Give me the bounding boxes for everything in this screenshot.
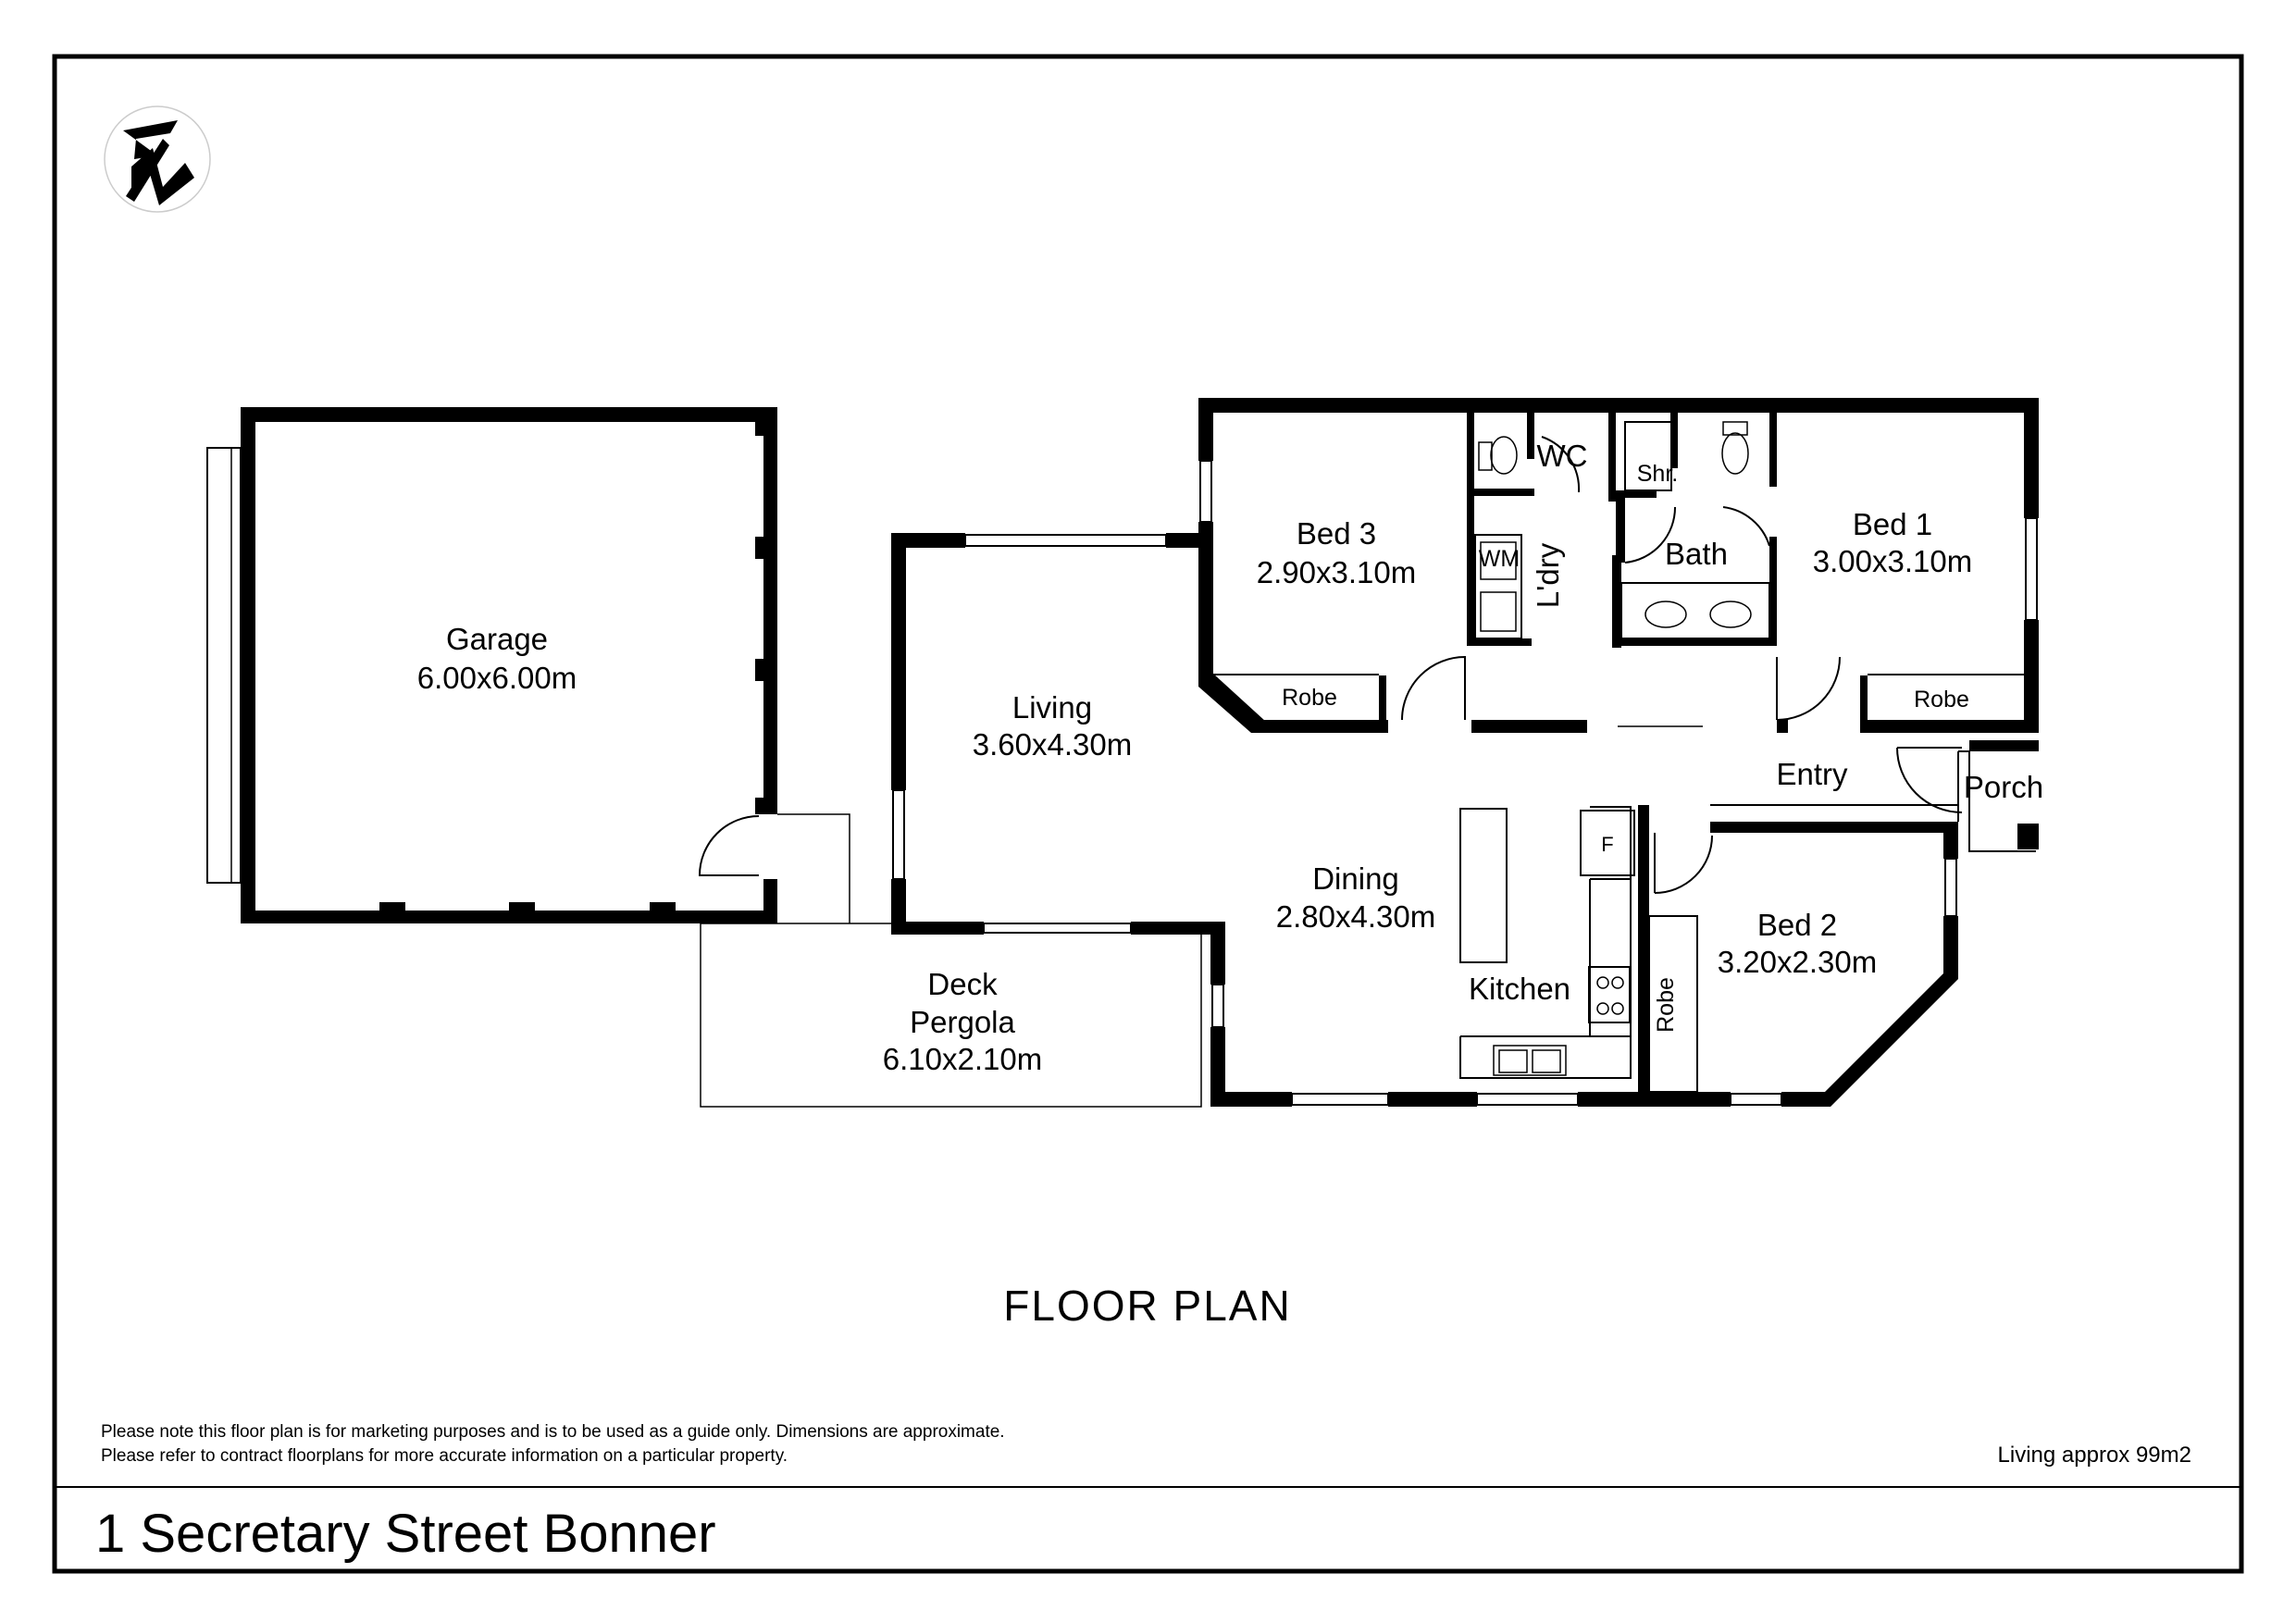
bed3-name: Bed 3	[1297, 516, 1376, 551]
garage-name: Garage	[446, 622, 548, 656]
bed1-robe-label: Robe	[1914, 687, 1969, 712]
house-walls	[891, 398, 2039, 1107]
bed3-size: 2.90x3.10m	[1257, 555, 1416, 589]
side-path	[777, 813, 850, 923]
porch-label: Porch	[1964, 770, 2043, 804]
disclaimer-line-1: Please note this floor plan is for marke…	[101, 1422, 1005, 1442]
entry-label: Entry	[1776, 757, 1848, 791]
living-size: 3.60x4.30m	[973, 727, 1132, 762]
garage-walls	[241, 407, 777, 923]
dining-size: 2.80x4.30m	[1276, 899, 1435, 934]
bed1-name: Bed 1	[1853, 507, 1932, 541]
disclaimer-line-2: Please refer to contract floorplans for …	[101, 1446, 788, 1466]
fridge-label: F	[1601, 833, 1613, 856]
bed2-robe-label: Robe	[1653, 977, 1679, 1033]
wc-label: WC	[1537, 439, 1588, 473]
bed1-size: 3.00x3.10m	[1813, 544, 1972, 578]
kitchen-label: Kitchen	[1469, 972, 1570, 1006]
garage-roller-door	[206, 447, 242, 884]
laundry-label: L'dry	[1531, 542, 1565, 608]
bath-label: Bath	[1665, 537, 1728, 571]
bed2-name: Bed 2	[1757, 908, 1837, 942]
page-border	[52, 54, 2244, 1574]
bed2-size: 3.20x2.30m	[1718, 945, 1877, 979]
property-address: 1 Secretary Street Bonner	[95, 1504, 716, 1564]
washing-machine-label: WM	[1479, 546, 1520, 572]
dining-name: Dining	[1312, 861, 1399, 896]
area-note: Living approx 99m2	[1998, 1443, 2191, 1468]
windows	[892, 460, 2038, 1106]
garage-size: 6.00x6.00m	[417, 661, 577, 695]
interior-details	[1213, 421, 2036, 1093]
garage-side-door	[698, 815, 760, 876]
deck-size: 6.10x2.10m	[883, 1042, 1042, 1076]
door-swings	[1401, 436, 1963, 894]
north-compass-logo	[104, 105, 211, 213]
bed3-robe-label: Robe	[1282, 685, 1337, 711]
shower-label: Shr.	[1637, 461, 1678, 487]
deck-name: Deck	[927, 967, 998, 1001]
deck-name-2: Pergola	[910, 1005, 1015, 1039]
plan-title: FLOOR PLAN	[1003, 1282, 1291, 1330]
living-name: Living	[1012, 690, 1092, 725]
